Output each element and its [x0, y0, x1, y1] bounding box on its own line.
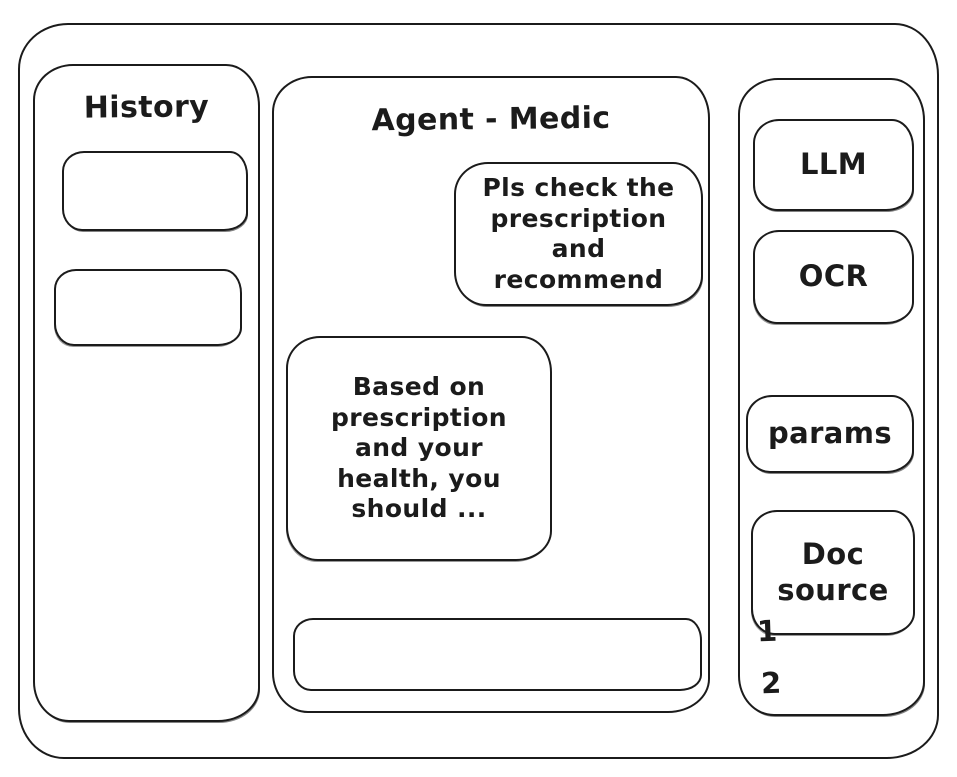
user-message-bubble: Pls check the prescription and recommend — [454, 162, 703, 306]
assistant-message-bubble: Based on prescription and your health, y… — [286, 336, 552, 561]
doc-source-button[interactable]: Doc source — [751, 510, 915, 635]
history-item[interactable] — [62, 151, 248, 231]
history-title: History — [83, 89, 210, 126]
params-button[interactable]: params — [746, 395, 914, 473]
history-panel: History — [33, 64, 260, 722]
tools-panel: LLM OCR params Doc source 1 2 — [738, 78, 925, 716]
chat-title: Agent - Medic — [371, 100, 611, 139]
chat-input[interactable] — [293, 618, 702, 691]
annotation-2: 2 — [760, 665, 782, 701]
chat-panel: Agent - Medic Pls check the prescription… — [272, 76, 710, 713]
annotation-1: 1 — [756, 613, 778, 649]
history-item[interactable] — [54, 269, 242, 346]
ocr-button[interactable]: OCR — [753, 230, 914, 324]
llm-button[interactable]: LLM — [753, 119, 914, 211]
